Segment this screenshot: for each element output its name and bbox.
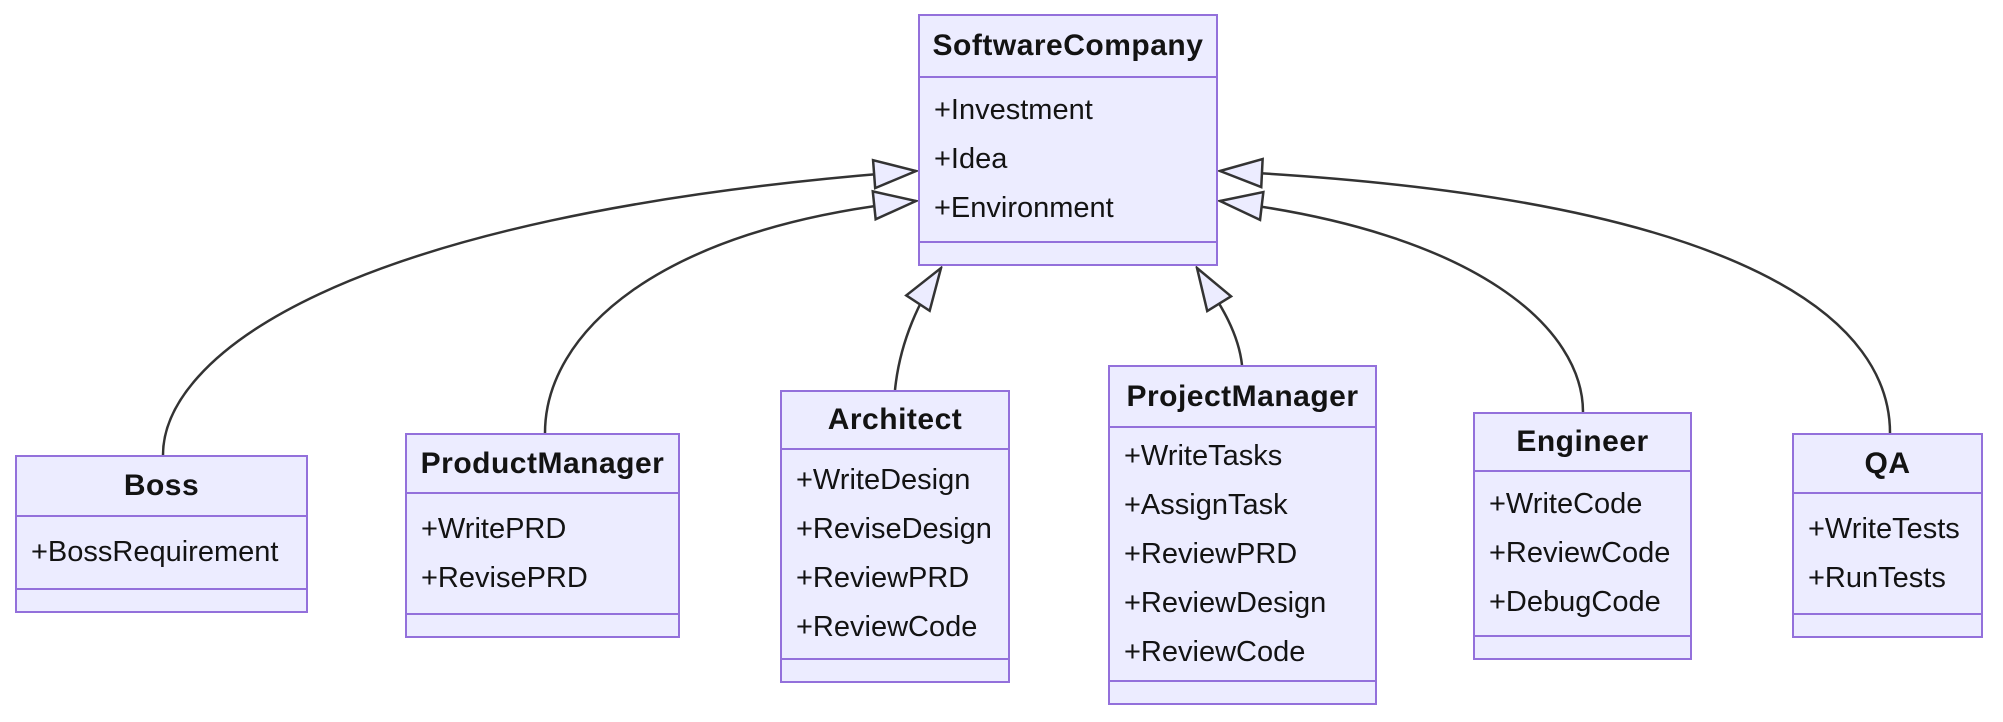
class-title: Engineer (1516, 425, 1649, 458)
class-attribute: +WriteCode (1489, 488, 1643, 520)
class-attribute: +BossRequirement (31, 536, 279, 568)
class-methods-section-empty (1794, 613, 1981, 636)
edge-productmanager-to-softwarecompany (543, 201, 916, 434)
class-title: SoftwareCompany (932, 29, 1204, 62)
class-attributes-section: +Investment +Idea +Environment (920, 76, 1216, 241)
class-node-architect: Architect +WriteDesign +ReviseDesign +Re… (780, 390, 1010, 683)
class-methods-section-empty (782, 658, 1008, 681)
class-methods-section-empty (920, 241, 1216, 264)
class-node-engineer: Engineer +WriteCode +ReviewCode +DebugCo… (1473, 412, 1692, 660)
class-methods-section-empty (17, 588, 306, 611)
class-node-productmanager: ProductManager +WritePRD +RevisePRD (405, 433, 680, 638)
class-attributes-section: +WriteDesign +ReviseDesign +ReviewPRD +R… (782, 448, 1008, 658)
class-title: ProjectManager (1126, 379, 1359, 413)
class-attributes-section: +BossRequirement (17, 515, 306, 588)
class-attributes-section: +WriteTasks +AssignTask +ReviewPRD +Revi… (1110, 426, 1375, 680)
class-attribute: +WriteTests (1808, 512, 1960, 545)
class-attributes-section: +WriteTests +RunTests (1794, 492, 1981, 613)
class-node-boss: Boss +BossRequirement (15, 455, 308, 613)
class-attribute: +WritePRD (421, 512, 567, 545)
class-attribute: +Investment (934, 94, 1093, 126)
class-attributes-section: +WritePRD +RevisePRD (407, 492, 678, 613)
class-attribute: +ReviewCode (796, 611, 978, 643)
class-title: QA (1864, 446, 1911, 480)
class-attribute: +WriteDesign (796, 464, 971, 496)
class-attribute: +ReviseDesign (796, 513, 992, 545)
edge-boss-to-softwarecompany (161, 171, 916, 456)
class-methods-section-empty (1475, 635, 1690, 658)
class-attribute: +DebugCode (1489, 586, 1661, 618)
edge-architect-to-softwarecompany (893, 268, 941, 391)
edge-qa-to-softwarecompany (1220, 171, 1892, 434)
class-attribute: +Environment (934, 192, 1114, 224)
class-title: Architect (827, 403, 963, 436)
class-attribute: +ReviewPRD (1124, 537, 1298, 570)
class-node-projectmanager: ProjectManager +WriteTasks +AssignTask +… (1108, 365, 1377, 705)
class-attribute: +WriteTasks (1124, 439, 1283, 472)
class-methods-section-empty (1110, 680, 1375, 703)
class-attribute: +RunTests (1808, 561, 1946, 594)
class-title: ProductManager (420, 446, 665, 480)
class-attribute: +AssignTask (1124, 488, 1288, 521)
class-title: Boss (123, 469, 200, 502)
class-attribute: +ReviewCode (1124, 635, 1306, 668)
class-attribute: +ReviewPRD (796, 562, 970, 594)
class-attribute: +ReviewDesign (1124, 586, 1327, 619)
class-node-softwarecompany: SoftwareCompany +Investment +Idea +Envir… (918, 14, 1218, 266)
class-attribute: +RevisePRD (421, 561, 588, 594)
class-methods-section-empty (407, 613, 678, 636)
class-attribute: +Idea (934, 143, 1008, 175)
edge-engineer-to-softwarecompany (1220, 201, 1585, 413)
class-attributes-section: +WriteCode +ReviewCode +DebugCode (1475, 470, 1690, 635)
class-attribute: +ReviewCode (1489, 537, 1671, 569)
class-node-qa: QA +WriteTests +RunTests (1792, 433, 1983, 638)
edge-projectmanager-to-softwarecompany (1197, 268, 1244, 366)
